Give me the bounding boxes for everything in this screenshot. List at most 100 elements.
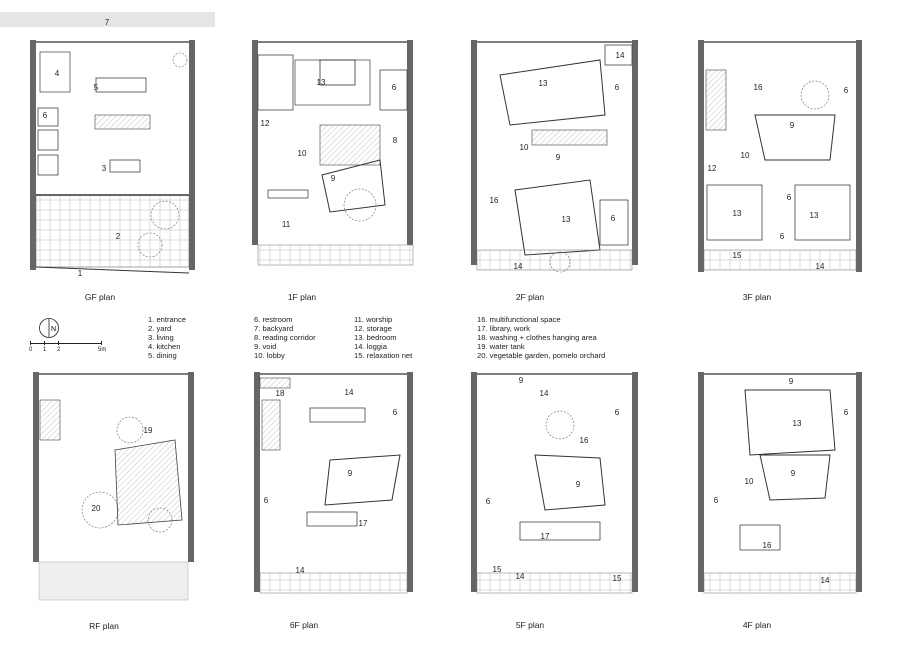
room-number: 14 — [516, 572, 525, 581]
room-number: 8 — [393, 136, 398, 145]
scale-tick-label: 5m — [98, 347, 107, 353]
room-number: 16 — [754, 83, 763, 92]
room-number: 14 — [514, 262, 523, 271]
scale-bar: 0 1 2 5m — [29, 341, 110, 357]
room-number: 9 — [789, 377, 794, 386]
room-number: 10 — [741, 151, 750, 160]
room-number: 3 — [102, 164, 107, 173]
plan-title-6f: 6F plan — [289, 620, 319, 630]
room-number: 10 — [520, 143, 529, 152]
plan-title-gf: GF plan — [84, 292, 116, 302]
room-number: 14 — [540, 389, 549, 398]
legend-item: 17. library, work — [477, 324, 531, 333]
room-number: 2 — [116, 232, 121, 241]
room-number: 6 — [486, 497, 491, 506]
room-number: 14 — [616, 51, 625, 60]
room-number: 16 — [763, 541, 772, 550]
legend-item: 13. bedroom — [354, 333, 397, 342]
room-number: 20 — [92, 504, 101, 513]
room-number: 14 — [345, 388, 354, 397]
room-number: 15 — [613, 574, 622, 583]
scale-tick-label: 0 — [29, 347, 33, 353]
room-number: 14 — [816, 262, 825, 271]
legend-item: 2. yard — [148, 324, 172, 333]
room-number: 15 — [733, 251, 742, 260]
legend-item: 12. storage — [354, 324, 392, 333]
room-number: 6 — [264, 496, 269, 505]
room-number: 10 — [298, 149, 307, 158]
legend-column-4: 16. multifunctional space 17. library, w… — [477, 315, 605, 360]
room-number: 13 — [562, 215, 571, 224]
2f-plan-drawing — [471, 40, 638, 273]
room-number: 6 — [393, 408, 398, 417]
room-number: 17 — [359, 519, 368, 528]
room-number: 16 — [490, 196, 499, 205]
room-number: 9 — [519, 376, 524, 385]
plan-title-3f: 3F plan — [742, 292, 772, 302]
legend-item: 7. backyard — [254, 324, 294, 333]
plan-title-2f: 2F plan — [515, 292, 545, 302]
legend-item: 3. living — [148, 333, 174, 342]
room-number: 5 — [94, 83, 99, 92]
room-number: 13 — [733, 209, 742, 218]
3f-plan-drawing — [698, 40, 862, 272]
room-number: 6 — [844, 408, 849, 417]
plan-title-rf: RF plan — [89, 621, 119, 631]
room-number: 17 — [541, 532, 550, 541]
6f-plan-drawing — [254, 372, 413, 594]
room-number: 11 — [282, 220, 291, 229]
room-number: 19 — [144, 426, 153, 435]
room-number: 10 — [745, 477, 754, 486]
room-number: 6 — [611, 214, 616, 223]
legend-item: 19. water tank — [477, 342, 525, 351]
room-number: 6 — [844, 86, 849, 95]
plan-title-4f: 4F plan — [742, 620, 772, 630]
legend-item: 20. vegetable garden, pomelo orchard — [477, 351, 606, 360]
room-number: 6 — [392, 83, 397, 92]
5f-plan-drawing — [471, 372, 638, 594]
legend-item: 5. dining — [148, 351, 177, 360]
room-number: 6 — [615, 83, 620, 92]
room-number: 6 — [615, 408, 620, 417]
scale-tick-label: 2 — [57, 347, 61, 353]
room-number: 13 — [539, 79, 548, 88]
room-number: 14 — [821, 576, 830, 585]
room-number: 9 — [348, 469, 353, 478]
north-label: N — [51, 326, 56, 333]
legend-item: 10. lobby — [254, 351, 285, 360]
room-number: 6 — [787, 193, 792, 202]
room-number: 16 — [580, 436, 589, 445]
legend-item: 15. relaxation net — [354, 351, 413, 360]
legend-item: 4. kitchen — [148, 342, 181, 351]
room-number: 12 — [261, 119, 270, 128]
legend-item: 8. reading corridor — [254, 333, 316, 342]
room-number: 4 — [55, 69, 60, 78]
gf-plan-drawing — [30, 40, 195, 274]
scale-tick-label: 1 — [43, 347, 47, 353]
legend-column-1: 1. entrance 2. yard 3. living 4. kitchen… — [148, 315, 186, 360]
room-number: 18 — [276, 389, 285, 398]
plan-title-1f: 1F plan — [287, 292, 317, 302]
1f-plan-drawing — [252, 40, 414, 266]
room-number: 9 — [791, 469, 796, 478]
room-number: 9 — [556, 153, 561, 162]
neighbour-strip — [0, 12, 215, 27]
plan-title-5f: 5F plan — [515, 620, 545, 630]
room-number: 13 — [793, 419, 802, 428]
4f-plan-drawing — [698, 372, 862, 594]
legend-item: 9. void — [254, 342, 277, 351]
room-number: 12 — [708, 164, 717, 173]
room-number: 1 — [78, 269, 83, 278]
room-number: 14 — [296, 566, 305, 575]
room-number: 6 — [43, 111, 48, 120]
legend-item: 11. worship — [354, 315, 393, 324]
legend-item: 14. loggia — [354, 342, 387, 351]
legend-item: 18. washing + clothes hanging area — [477, 333, 597, 342]
room-number: 13 — [317, 78, 326, 87]
north-arrow-icon: N — [38, 317, 60, 339]
legend-item: 6. restroom — [254, 315, 293, 324]
rf-plan-drawing — [33, 372, 194, 601]
room-number: 9 — [331, 174, 336, 183]
